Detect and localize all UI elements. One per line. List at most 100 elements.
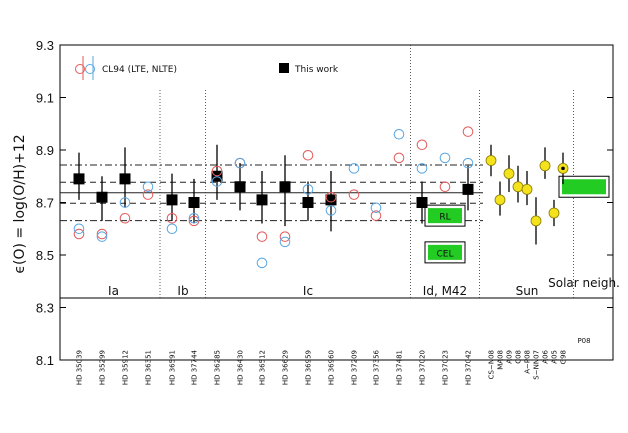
cl94-nlte-point [348,163,360,174]
star-label: HD 36430 [237,350,245,385]
cl94-nlte-point [256,257,268,269]
cl94-lte-point [279,231,291,242]
cl94-nlte-point [96,231,108,242]
star-label: HD 37481 [396,350,404,385]
y-tick-label: 8.7 [36,196,54,211]
this-work-point [119,173,131,185]
y-tick-label: 8.1 [36,353,54,368]
this-work-point [96,191,108,203]
cl94-lte-point [439,181,451,193]
star-label: HD 37209 [351,350,359,385]
cl94-nlte-point [188,212,200,224]
cl94-nlte-point [211,176,223,187]
star-label: HD 35299 [99,350,107,385]
star-label: P08 [577,337,590,345]
star-label: HD 36285 [214,350,222,385]
cl94-nlte-point [439,152,451,164]
this-work-point [188,197,200,208]
cl94-nlte-point [393,128,405,140]
legend-this-work-label: This work [294,65,339,75]
cl94-nlte-point [234,157,246,169]
this-work-point [325,194,337,206]
legend-cl94-label: CL94 (LTE, NLTE) [102,65,177,75]
star-label: C08 [515,350,523,364]
cl94-nlte-point [73,223,85,235]
cl94-lte-point [393,152,405,164]
cl94-nlte-point [416,163,428,174]
cl94-lte-point [462,126,474,137]
star-label: HD 37744 [191,349,199,385]
this-work-point [279,181,291,193]
sun-point [539,160,551,172]
this-work-point [256,194,268,206]
cl94-lte-point [188,215,200,227]
group-label: Id, M42 [423,284,467,298]
cl94-nlte-point [279,236,291,248]
cl94-lte-point [211,165,223,177]
cl94-nlte-point [142,181,154,193]
group-label: Sun [516,284,539,298]
legend: CL94 (LTE, NLTE) This work [75,56,339,80]
y-tick-label: 8.3 [36,301,54,316]
cl94-nlte-point [302,184,314,195]
star-label: A05 [551,350,559,364]
star-label: HD 35039 [76,350,84,385]
cl94-lte-point [142,189,154,200]
sun-point [512,181,524,193]
this-work-point [73,173,85,185]
star-label: A06 [542,349,550,363]
cl94-lte-point [73,228,85,240]
y-tick-label: 9.1 [36,91,54,106]
star-label: HD 36591 [169,350,177,385]
sun-center-dot [561,166,565,171]
group-labels: Ia Ib Ic Id, M42 Sun Solar neigh. [108,276,620,298]
cl94-lte-point [166,212,178,224]
star-label: HD 37023 [442,350,450,385]
group-label: Ia [108,284,119,298]
star-label: HD 37042 [465,350,473,385]
y-tick-label: 8.9 [36,143,54,158]
cl94-nlte-point [166,223,178,235]
cl94-nlte-point [325,205,337,216]
group-label: Solar neigh. [548,276,620,290]
abundance-box-fill [428,244,462,260]
star-label: HD 37020 [419,350,427,385]
star-label: S−NN07 [533,350,541,380]
sun-point [548,207,560,219]
abundance-box-fill [428,208,462,224]
y-tick-label: 9.3 [36,38,54,53]
abundance-box-fill [562,179,606,195]
star-label: HD 36351 [145,350,153,385]
cl94-lte-point [416,139,428,151]
star-label: CS−N08 [488,350,496,379]
this-work-point [166,194,178,206]
this-work-point [234,181,246,193]
reference-lines [60,164,483,222]
y-tick-label: 8.5 [36,248,54,263]
star-label: HD 36960 [328,350,336,385]
sun-point [521,183,533,195]
cl94-lte-point [325,191,337,203]
cl94-nlte-point [370,202,382,214]
y-axis-label: ϵ(O) = log(O/H)+12 [12,134,28,273]
abundance-box-label: RL [439,213,450,223]
group-separators [159,45,574,298]
legend-this-work-marker [279,63,289,73]
sun-point [530,215,542,227]
cl94-lte-point [348,189,360,200]
cl94-nlte-point [462,157,474,169]
group-label: Ic [303,284,313,298]
cl94-lte-point [119,212,131,224]
this-work-point [416,197,428,208]
star-label: HD 36629 [282,350,290,385]
data-marks [73,126,569,269]
group-label: Ib [177,284,188,298]
sun-point [503,168,515,180]
sun-point [485,155,497,166]
cl94-lte-point [96,228,108,240]
y-axis-ticks: 8.1 8.3 8.5 8.7 8.9 9.1 9.3 [36,38,613,368]
star-label: HD 36959 [305,350,313,385]
